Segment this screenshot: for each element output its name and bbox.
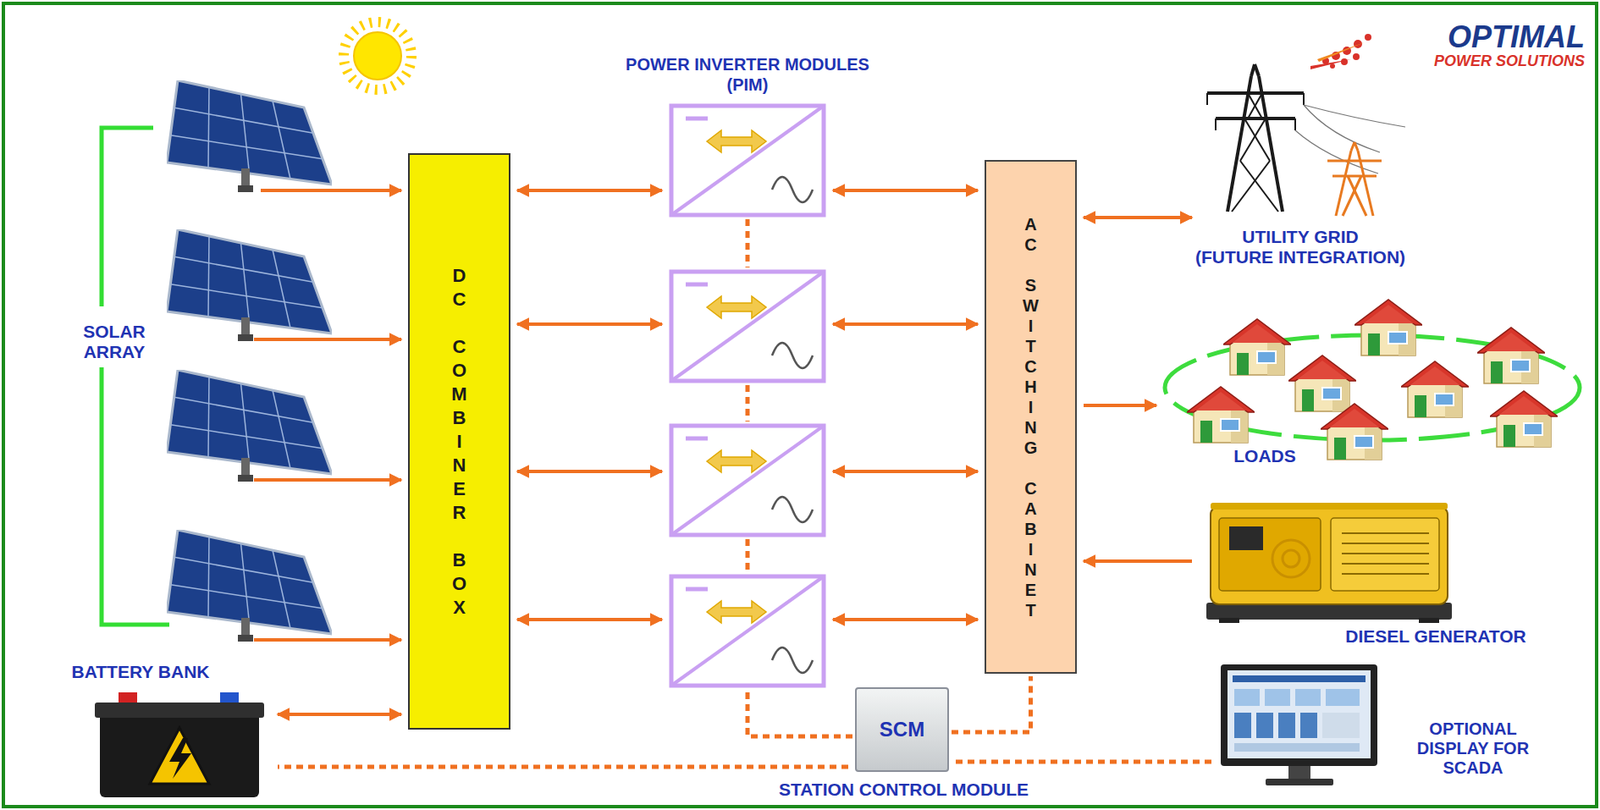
power-flow-arrow <box>1083 403 1157 408</box>
power-flow-arrow <box>277 712 402 717</box>
switching-cabinet: AC SWITCHING CABINET <box>984 160 1077 674</box>
node-label: STATION CONTROL MODULE <box>729 779 1078 800</box>
power-flow-arrow <box>833 188 978 193</box>
node-label: (FUTURE INTEGRATION) <box>1164 247 1436 268</box>
inverter-modules <box>671 105 824 686</box>
combiner-box: DC COMBINER BOX <box>408 153 511 730</box>
battery-bank: BATTERY BANK <box>50 660 271 805</box>
power-flow-arrow <box>260 188 402 193</box>
control-module: SCMSTATION CONTROL MODULE <box>855 687 949 773</box>
node-label: OPTIONAL DISPLAY FOR SCADA <box>1396 719 1550 778</box>
control-link <box>951 676 1032 733</box>
control-link <box>747 691 853 737</box>
node-label: SCM <box>856 717 948 742</box>
scada-display: OPTIONAL DISPLAY FOR SCADA <box>1219 660 1584 796</box>
sun <box>343 22 412 90</box>
logo-mark <box>1310 33 1372 70</box>
power-flow-arrow <box>517 188 663 193</box>
utility-grid: UTILITY GRID(FUTURE INTEGRATION) <box>1198 59 1402 271</box>
logo-tagline: POWER SOLUTIONS <box>1354 52 1585 70</box>
power-flow-arrow <box>1083 559 1192 563</box>
load-houses <box>1164 299 1580 460</box>
solar-array: SOLAR ARRAY <box>50 80 254 635</box>
solar-panels <box>166 80 332 642</box>
node-label: LOADS <box>1213 446 1316 467</box>
control-link <box>277 765 849 770</box>
node-label: (PIM) <box>535 74 960 95</box>
node-label: SOLAR ARRAY <box>71 321 157 363</box>
control-link <box>955 760 1213 765</box>
array-bracket <box>101 127 170 625</box>
transmission-towers <box>1207 64 1406 216</box>
node-label: DIESEL GENERATOR <box>1300 626 1572 647</box>
node-label: UTILITY GRID <box>1164 226 1436 248</box>
logo-word: OPTIMAL <box>1354 20 1585 55</box>
inverter-group: POWER INVERTER MODULES(PIM) <box>668 54 827 690</box>
flow-arrows <box>253 324 978 640</box>
diesel-generator: DIESEL GENERATOR <box>1198 491 1580 652</box>
load-group: LOADS <box>1163 292 1584 475</box>
node-label: POWER INVERTER MODULES <box>535 54 960 75</box>
power-flow-arrow <box>1083 215 1192 220</box>
battery-illustration <box>94 692 265 798</box>
vertical-label: AC SWITCHING CABINET <box>1019 214 1043 621</box>
node-label: BATTERY BANK <box>55 662 226 683</box>
monitor-illustration <box>1220 664 1378 786</box>
generator-illustration <box>1206 502 1452 624</box>
vertical-label: DC COMBINER BOX <box>446 264 473 620</box>
module-links <box>745 219 751 573</box>
